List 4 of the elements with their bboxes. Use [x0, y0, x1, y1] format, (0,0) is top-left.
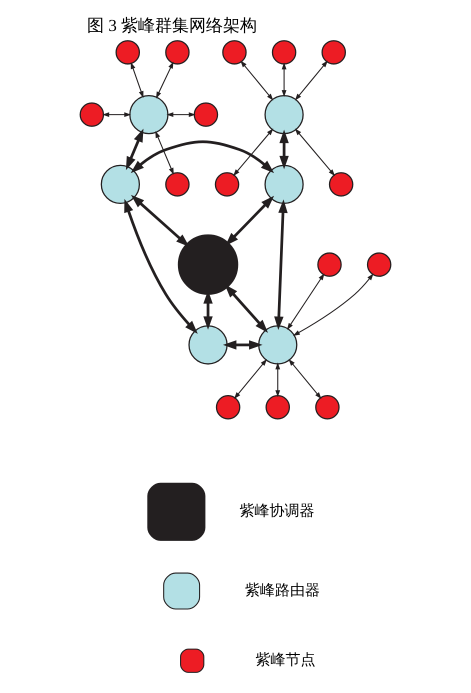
legend-label: 紫峰协调器 [240, 504, 315, 520]
legend-label: 紫峰路由器 [245, 582, 320, 599]
diagram-title: 图 3 紫峰群集网络架构 [87, 16, 258, 35]
legend-label: 紫峰节点 [256, 652, 316, 669]
